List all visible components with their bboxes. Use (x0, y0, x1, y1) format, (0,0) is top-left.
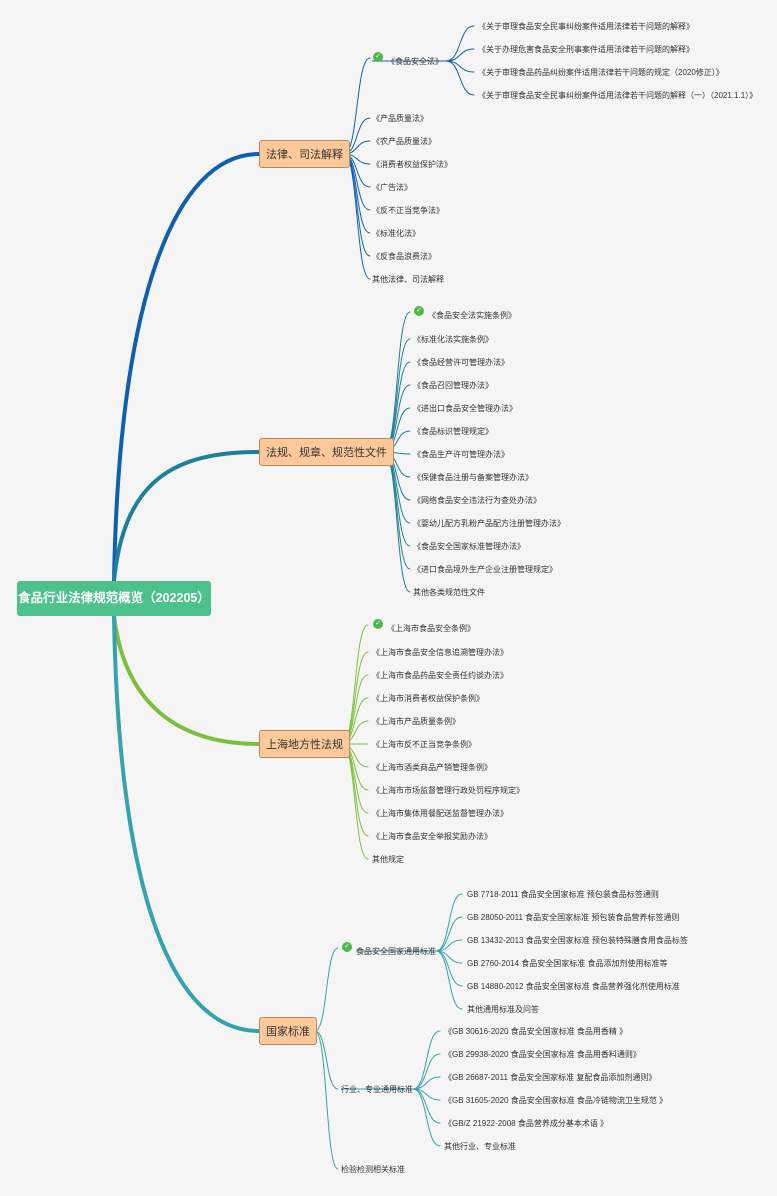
connector-std-subitem (412, 1076, 441, 1090)
list-item[interactable]: 《食品安全法实施条例》 (428, 311, 516, 320)
connector-law-item (343, 153, 371, 280)
connector-reg-item (383, 451, 411, 593)
list-item[interactable]: 其他规定 (372, 855, 404, 864)
subitem[interactable]: 《GB 26687-2011 食品安全国家标准 复配食品添加剂通则》 (444, 1073, 657, 1082)
check-icon: ✓ (414, 306, 424, 316)
list-item[interactable]: 《农产品质量法》 (372, 137, 436, 146)
subitem[interactable]: GB 28050-2011 食品安全国家标准 预包装食品营养标签通则 (467, 913, 680, 922)
list-item[interactable]: 食品安全国家通用标准 (356, 947, 436, 956)
connector-law-subitem (445, 60, 475, 96)
list-item[interactable]: 《消费者权益保护法》 (372, 160, 452, 169)
subitem[interactable]: 《GB 30616-2020 食品安全国家标准 食品用香精 》 (444, 1027, 628, 1036)
branch-national-standards[interactable]: 国家标准 (259, 1017, 317, 1045)
subitem[interactable]: 《关于审理食品安全民事纠纷案件适用法律若干问题的解释》 (478, 22, 694, 31)
list-item[interactable]: 《反不正当竞争法》 (372, 206, 444, 215)
list-item[interactable]: 《婴幼儿配方乳粉产品配方注册管理办法》 (413, 519, 565, 528)
subitem[interactable]: 《关于审理食品药品纠纷案件适用法律若干问题的规定（2020修正）》 (478, 68, 724, 77)
branch-shanghai-local[interactable]: 上海地方性法规 (259, 730, 350, 758)
subitem[interactable]: 其他通用标准及问答 (467, 1005, 539, 1014)
connector-root-law (112, 152, 261, 583)
check-icon: ✓ (373, 52, 383, 62)
list-item[interactable]: 其他法律、司法解释 (372, 275, 444, 284)
connector-root-standards (112, 614, 261, 1033)
subitem[interactable]: 《GB/Z 21922-2008 食品营养成分基本术语 》 (444, 1119, 609, 1128)
connector-law-subitem (445, 60, 475, 73)
list-item[interactable]: 《进口食品境外生产企业注册管理规定》 (413, 565, 557, 574)
subitem[interactable]: 《关于审理食品安全民事纠纷案件适用法律若干问题的解释（一）（2021.1.1）》 (478, 91, 758, 100)
list-item[interactable]: 《上海市集体用餐配送监督管理办法》 (372, 809, 508, 818)
list-item[interactable]: 《进出口食品安全管理办法》 (413, 404, 517, 413)
list-item[interactable]: 行业、专业通用标准 (341, 1085, 413, 1094)
connector-std-subitem (435, 950, 463, 1010)
subitem[interactable]: GB 7718-2011 食品安全国家标准 预包装食品标签通则 (467, 890, 659, 899)
list-item[interactable]: 《保健食品注册与备案管理办法》 (413, 473, 533, 482)
connector-local-item (341, 624, 369, 745)
connector-std-item (314, 1030, 339, 1090)
branch-law[interactable]: 法律、司法解释 (259, 140, 350, 168)
list-item[interactable]: 《标准化法实施条例》 (413, 335, 493, 344)
list-item[interactable]: 《反食品浪费法》 (372, 252, 436, 261)
list-item[interactable]: 其他各类规范性文件 (413, 588, 485, 597)
connector-root-local (112, 614, 261, 746)
list-item[interactable]: 《上海市酒类商品产销管理条例》 (372, 763, 492, 772)
list-item[interactable]: 《食品标识管理规定》 (413, 427, 493, 436)
list-item[interactable]: 《广告法》 (372, 183, 412, 192)
list-item[interactable]: 《上海市食品安全条例》 (387, 624, 475, 633)
subitem[interactable]: GB 2760-2014 食品安全国家标准 食品添加剂使用标准等 (467, 959, 668, 968)
list-item[interactable]: 《标准化法》 (372, 229, 420, 238)
subitem[interactable]: GB 14880-2012 食品安全国家标准 食品营养强化剂使用标准 (467, 982, 680, 991)
connector-local-item (341, 743, 369, 860)
connector-std-item (314, 1030, 339, 1170)
connector-law-subitem (445, 48, 475, 62)
list-item[interactable]: 《上海市产品质量条例》 (372, 717, 460, 726)
list-item[interactable]: 《上海市食品安全举报奖励办法》 (372, 832, 492, 841)
connector-reg-item (383, 451, 411, 570)
list-item[interactable]: 《食品经营许可管理办法》 (413, 358, 509, 367)
list-item[interactable]: 《上海市市场监督管理行政处罚程序规定》 (372, 786, 524, 795)
subitem[interactable]: 其他行业、专业标准 (444, 1142, 516, 1151)
list-item[interactable]: 《网络食品安全违法行为查处办法》 (413, 496, 541, 505)
connector-std-subitem (435, 893, 463, 952)
connector-reg-item (383, 338, 411, 453)
check-icon: ✓ (342, 942, 352, 952)
subitem[interactable]: 《GB 31605-2020 食品安全国家标准 食品冷链物流卫生规范 》 (444, 1096, 668, 1105)
connector-std-subitem (412, 1088, 441, 1147)
list-item[interactable]: 《食品生产许可管理办法》 (413, 450, 509, 459)
list-item[interactable]: 《上海市反不正当竞争条例》 (372, 740, 476, 749)
connector-std-subitem (435, 939, 463, 952)
item-food-safety-law[interactable]: 《食品安全法》 (387, 57, 443, 66)
subitem[interactable]: GB 13432-2013 食品安全国家标准 预包装特殊膳食用食品标签 (467, 936, 688, 945)
list-item[interactable]: 《产品质量法》 (372, 114, 428, 123)
connector-std-item (314, 947, 339, 1032)
list-item[interactable]: 《食品安全国家标准管理办法》 (413, 542, 525, 551)
subitem[interactable]: 《关于办理危害食品安全刑事案件适用法律若干问题的解释》 (478, 45, 694, 54)
check-icon: ✓ (373, 619, 383, 629)
list-item[interactable]: 《上海市食品药品安全责任约谈办法》 (372, 671, 508, 680)
list-item[interactable]: 《食品召回管理办法》 (413, 381, 493, 390)
connector-std-subitem (435, 916, 463, 952)
list-item[interactable]: 《上海市食品安全信息追溯管理办法》 (372, 648, 508, 657)
connector-std-subitem (412, 1030, 441, 1090)
connector-law-subitem (445, 25, 475, 62)
connector-root-regulations (112, 450, 261, 583)
subitem[interactable]: 《GB 29938-2020 食品安全国家标准 食品用香料通则》 (444, 1050, 641, 1059)
root-node[interactable]: 食品行业法律规范概览（202205） (17, 581, 211, 616)
connector-std-subitem (412, 1053, 441, 1090)
list-item[interactable]: 检验检测相关标准 (341, 1165, 405, 1174)
branch-regulations[interactable]: 法规、规章、规范性文件 (259, 438, 394, 466)
list-item[interactable]: 《上海市消费者权益保护条例》 (372, 694, 484, 703)
